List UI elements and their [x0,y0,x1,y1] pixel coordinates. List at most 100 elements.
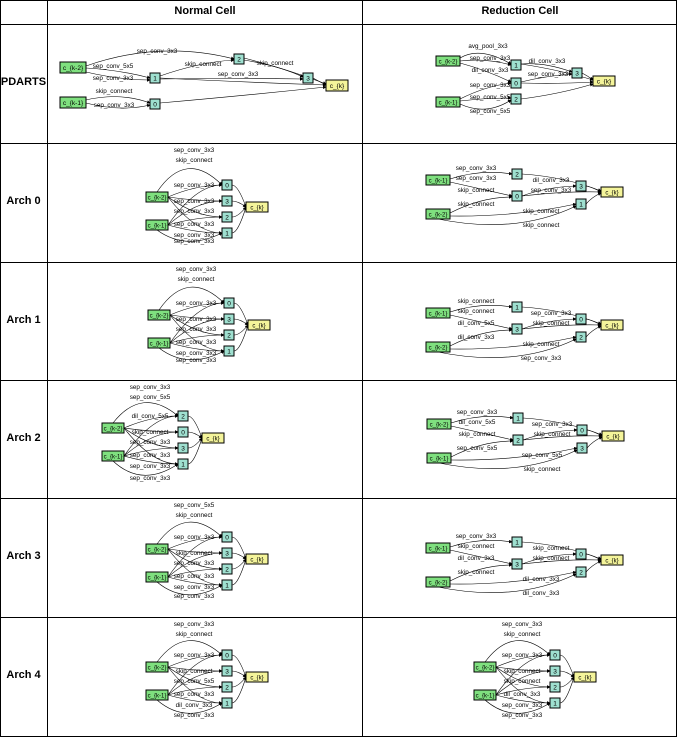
arch1-normal-edge-label-0: sep_conv_3x3 [176,266,217,273]
arch2-normal-output [201,432,225,444]
arch1-reduction-node-0-label: 1 [515,305,519,312]
edge [459,81,512,100]
arch4-reduction: sep_conv_3x3skip_connectsep_conv_3x3skip… [473,621,597,719]
arch0-normal-input-0 [145,191,169,203]
arch4-reduction-output [573,671,597,683]
edge [459,52,512,65]
pdarts-normal-output [325,79,349,92]
arch4-reduction-input-1 [473,689,497,701]
arch2-normal-edge-label-0: sep_conv_3x3 [130,384,171,391]
arch2-normal-edge-b3 [123,455,179,466]
arch2-reduction-node-3 [576,442,588,454]
arch0-normal-node-1 [221,195,233,207]
edge [459,59,512,66]
arch4-normal-node-2 [221,681,233,693]
arch4-normal-node-3 [221,697,233,709]
pdarts-normal-node-3 [302,72,314,84]
edge [520,83,594,100]
arch3-reduction-node-2 [575,548,587,560]
arch4-reduction-edge-label-2: sep_conv_3x3 [502,652,543,659]
arch2-normal-node-2-label: 3 [181,446,185,453]
arch0-reduction-edge-4 [437,205,577,225]
arch0-normal-edge-label-5: sep_conv_3x3 [174,221,215,228]
arch3-normal-edge-b2 [167,567,223,578]
arch4-reduction-output-label: c_{k} [578,676,591,682]
pdarts-reduction-input-1 [435,96,461,108]
arch0-reduction-input-0-label: c_{k-1} [429,179,448,185]
arch1-reduction-node-3 [575,331,587,343]
arch1-normal-edge-label-5: sep_conv_3x3 [176,339,217,346]
arch2-reduction-node-0 [512,412,524,424]
arch0-reduction-edge-label-4: dil_conv_3x3 [533,177,570,184]
arch0-normal-input-0-label: c_{k-2} [148,196,167,202]
arch3-reduction-node-3-label: 2 [579,570,583,577]
arch1-reduction-input-1-label: c_{k-2} [429,346,448,352]
arch4-normal-edge-label-2: sep_conv_3x3 [174,652,215,659]
arch2-normal-edge-label-3: skip_connect [132,429,169,436]
arch0-normal-edge-out1 [231,200,247,208]
arch1-normal-edge-b2 [169,333,225,344]
arch4-normal-edge-b2 [167,685,223,696]
pdarts-normal-output-label: c_{k} [330,83,345,90]
arch1-reduction-edge-label-3: dil_conv_3x3 [458,334,495,341]
arch1-reduction-edge-label-6: skip_connect [523,341,560,348]
arch4-normal-node-0-label: 0 [225,653,229,660]
arch2-reduction-node-2-label: 0 [580,428,584,435]
arch0-reduction-edge-label-3: skip_connect [458,201,495,208]
arch4-reduction-edge-b3 [495,694,551,705]
edge [85,50,235,67]
arch0-normal-edge-top [156,168,223,193]
edge [85,67,151,79]
edge [85,96,151,104]
arch1-normal-input-0 [147,309,171,321]
arch0-normal-input-1-label: c_{k-1} [148,224,167,230]
edge [159,85,327,104]
arch4-normal-edge-label-4: sep_conv_5x5 [174,678,215,685]
edge-label: sep_conv_3x3 [470,55,511,62]
arch0-reduction-edge-label-0: sep_conv_3x3 [456,165,497,172]
header-normal-cell: Normal Cell [174,5,236,17]
arch3-reduction-edge-label-1: skip_connect [458,543,495,550]
arch3-reduction-edge-4 [437,573,577,593]
arch3-normal-edge-label-6: sep_conv_3x3 [174,584,215,591]
arch2-reduction-edge-0 [450,415,514,424]
arch2-reduction-input-0 [426,418,452,430]
arch0-normal-edge-label-3: sep_conv_3x3 [174,198,215,205]
edge-label: dil_conv_3x3 [472,67,509,74]
arch0-reduction-edge-3 [449,202,577,217]
arch2-normal-edge-label-4: sep_conv_3x3 [130,439,171,446]
arch1-normal-node-1-label: 3 [227,317,231,324]
arch3-normal-edge-b1 [167,551,223,578]
arch3-reduction-node-2-label: 0 [579,552,583,559]
arch1-reduction-edge-4 [437,338,577,358]
arch1-normal-edge-label-7: sep_conv_3x3 [176,357,217,364]
arch3-reduction-edge-label-4: skip_connect [533,545,570,552]
arch4-normal-edge-out0 [231,654,247,678]
row-label-pdarts: PDARTS [0,76,47,88]
pdarts-normal-node-2-label: 2 [237,57,241,64]
arch0-reduction-edge-label-5: sep_conv_3x3 [531,187,572,194]
arch3-normal-edge-a3 [167,548,223,587]
edge [520,63,573,73]
arch3-normal-edge-out2 [231,558,247,570]
arch4-reduction-edge-label-0: sep_conv_3x3 [502,621,543,628]
arch4-reduction-edge-bottom [484,699,551,714]
arch4-normal-input-1-label: c_{k-1} [148,694,167,700]
pdarts-normal-input-1 [59,96,87,109]
arch1-reduction-edge-9 [521,323,602,330]
arch2-normal-input-0-label: c_{k-2} [104,427,123,433]
arch3-reduction-node-0-label: 1 [515,540,519,547]
arch4-normal-node-1 [221,665,233,677]
arch1-normal-edge-label-6: sep_conv_3x3 [176,350,217,357]
arch0-reduction-edge-label-2: skip_connect [458,187,495,194]
arch4-reduction-edge-a3 [495,666,551,705]
arch0-reduction-edge-label-1: sep_conv_3x3 [456,175,497,182]
arch4-normal-edge-a3 [167,666,223,705]
arch1-normal-edge-label-3: sep_conv_3x3 [176,316,217,323]
arch3-normal-output-label: c_{k} [250,558,263,564]
arch2-normal-edge-out0 [187,415,203,439]
arch3-reduction-output [600,554,624,566]
arch3-normal-edge-b3 [167,576,223,587]
